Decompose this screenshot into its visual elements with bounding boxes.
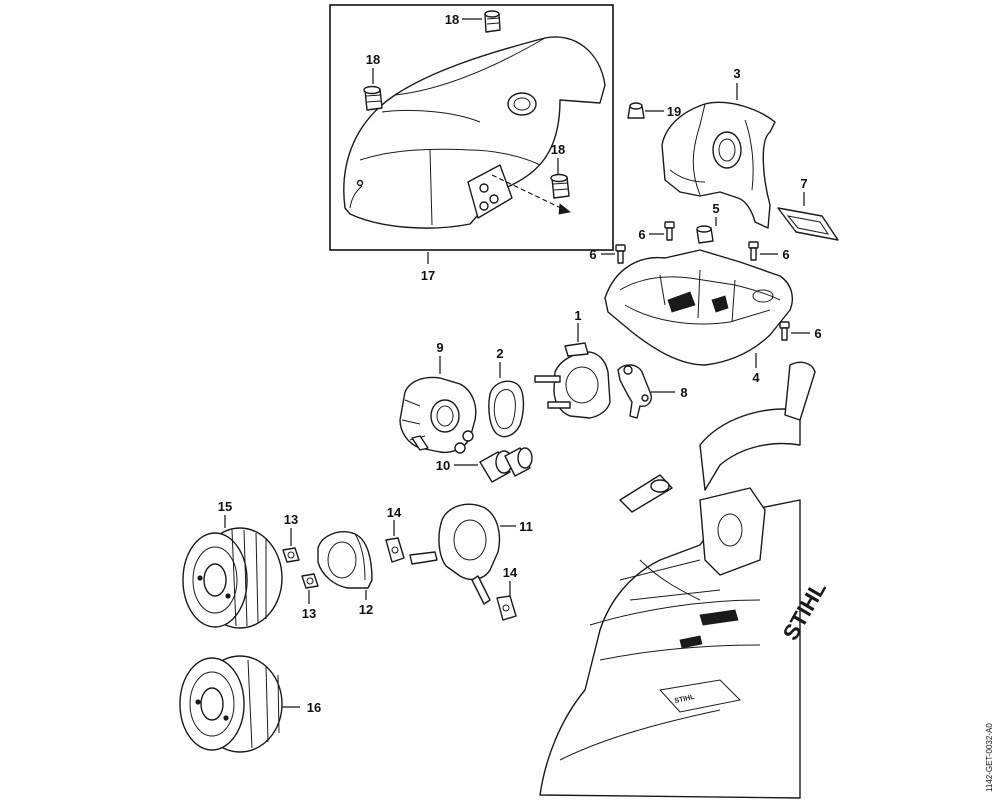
screw-b: [615, 244, 626, 264]
document-id: 1142-GET-0032-A0: [985, 723, 994, 792]
carburetor-part: [399, 376, 477, 454]
filter-elements-part: [479, 447, 533, 483]
screw-a: [664, 221, 675, 241]
callout-12: 12: [359, 602, 373, 617]
clip-upper-part: [385, 537, 405, 563]
callout-16: 16: [307, 700, 321, 715]
cover-screw-top: [484, 10, 501, 33]
gasket-part: [488, 380, 525, 438]
leader-lines: [224, 18, 810, 708]
cover-screw-right: [550, 173, 570, 199]
bracket-part: [617, 364, 652, 419]
callout-2: 2: [496, 346, 503, 361]
callout-4: 4: [752, 370, 760, 385]
nut-lower-part: [301, 573, 319, 589]
callout-8: 8: [680, 385, 687, 400]
shroud-cover-part: [343, 36, 606, 229]
air-filter-alt-part: [179, 655, 283, 753]
callout-13-upper: 13: [284, 512, 298, 527]
screw-d: [779, 321, 790, 341]
chainsaw-illustration: STIHL STIHL: [539, 361, 831, 799]
callout-15: 15: [218, 499, 232, 514]
callout-3: 3: [733, 66, 740, 81]
screw-c: [748, 241, 759, 261]
callout-18-top: 18: [445, 12, 459, 27]
callout-14-upper: 14: [387, 505, 402, 520]
cover-fastener-dashed-line: [491, 174, 566, 211]
callout-6-d: 6: [814, 326, 821, 341]
callouts: 18 18 18 17 3 19 7 5 6 6 6 6 4 1 2 9 8 1…: [218, 12, 822, 715]
callout-17: 17: [421, 268, 435, 283]
callout-11: 11: [519, 519, 533, 534]
filter-carrier-part: [409, 503, 501, 605]
callout-1: 1: [574, 308, 581, 323]
air-filter-part: [182, 527, 283, 629]
callout-5: 5: [712, 201, 719, 216]
grommet-part: [627, 102, 645, 119]
intake-manifold-part: [534, 342, 611, 419]
callout-14-lower: 14: [503, 565, 518, 580]
cover-assembly-frame: [329, 4, 614, 251]
buffer-part: [696, 225, 714, 244]
callout-7: 7: [800, 176, 807, 191]
callout-10: 10: [436, 458, 450, 473]
callout-18-right: 18: [551, 142, 565, 157]
callout-6-a: 6: [638, 227, 645, 242]
cover-screw-left: [363, 85, 383, 111]
callout-18-left: 18: [366, 52, 380, 67]
plate-part: [777, 207, 839, 241]
callout-13-lower: 13: [302, 606, 316, 621]
callout-6-c: 6: [782, 247, 789, 262]
filter-base-part: [317, 531, 373, 589]
callout-9: 9: [436, 340, 443, 355]
housing-part: [604, 249, 793, 366]
brand-logo-small-text: STIHL: [674, 694, 696, 705]
callout-19: 19: [667, 104, 681, 119]
clip-lower-part: [496, 595, 517, 621]
callout-6-b: 6: [589, 247, 596, 262]
nut-upper-part: [282, 547, 300, 563]
carburetor-box-part: [661, 101, 776, 229]
